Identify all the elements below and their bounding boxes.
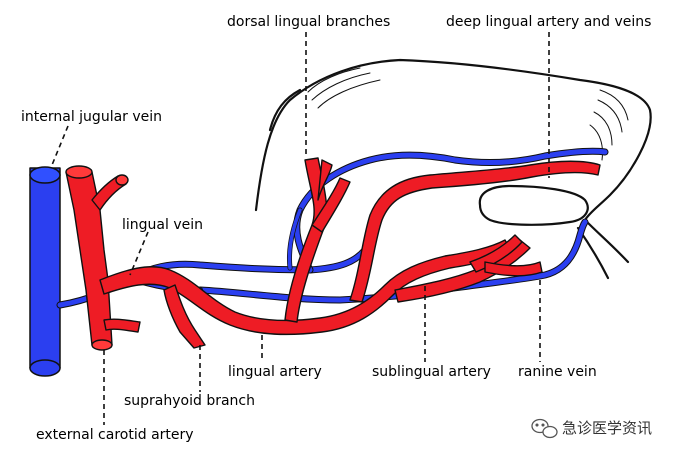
- label-dorsal-lingual-branches: dorsal lingual branches: [227, 14, 390, 30]
- leader-lines: [51, 32, 550, 425]
- watermark: 急诊医学资讯: [531, 418, 652, 439]
- label-lingual-vein: lingual vein: [122, 217, 203, 233]
- label-lingual-artery: lingual artery: [228, 364, 322, 380]
- label-deep-lingual-artery-and-veins: deep lingual artery and veins: [446, 14, 651, 30]
- suprahyoid-branch: [163, 284, 206, 349]
- label-internal-jugular-vein: internal jugular vein: [21, 109, 162, 125]
- label-ranine-vein: ranine vein: [518, 364, 597, 380]
- internal-jugular-vein: [29, 167, 61, 369]
- label-external-carotid-artery: external carotid artery: [36, 427, 194, 443]
- wechat-icon: [531, 418, 558, 439]
- dorsal-lingual-branches: [284, 157, 328, 323]
- sublingual-artery: [394, 239, 531, 303]
- arteries: [65, 157, 601, 351]
- diagram-labels: dorsal lingual branches deep lingual art…: [21, 14, 651, 443]
- watermark-text: 急诊医学资讯: [562, 419, 652, 437]
- label-suprahyoid-branch: suprahyoid branch: [124, 393, 255, 409]
- label-sublingual-artery: sublingual artery: [372, 364, 491, 380]
